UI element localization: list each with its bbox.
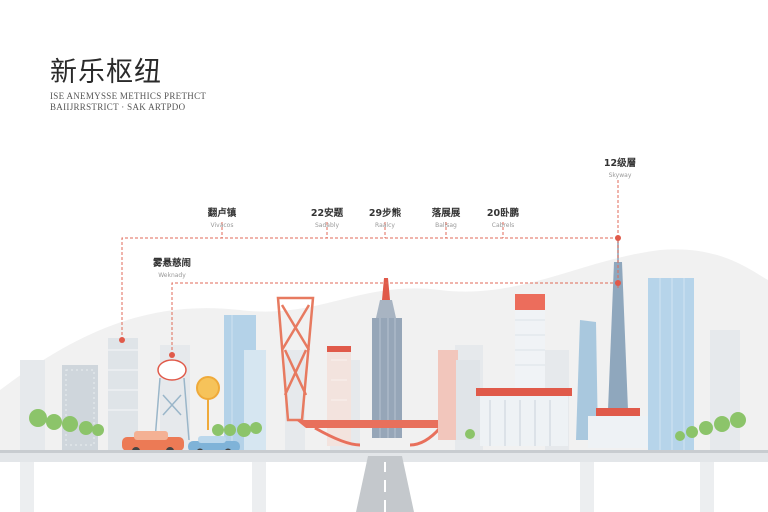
marker-label-2: 翻卢镇 Vivacos: [195, 205, 249, 229]
glass-tower-right: [648, 278, 694, 450]
marker-label-5: 落展展 Balisag: [419, 205, 473, 229]
tall-stripe-tower: [515, 294, 545, 394]
marker-label-6: 20卧鹏 Cabrels: [476, 205, 530, 229]
central-skyscraper: [372, 278, 402, 438]
marker-label-4-text: 29步熊: [368, 208, 402, 219]
marker-dot-3: [119, 337, 125, 343]
subtitle-line-1: ISE ANEMYSSE METHICS PRETHCT: [50, 91, 207, 101]
trees-left: [29, 409, 262, 437]
marker-label-2-sub: Vivacos: [210, 222, 234, 229]
elevated-road: [0, 450, 768, 512]
marker-label-4: 29步熊 Raalcy: [358, 205, 412, 229]
marker-label-6-sub: Cabrels: [491, 222, 515, 229]
crystal-tower: [576, 320, 598, 440]
station-building: [476, 388, 572, 446]
annotation-dots: [119, 235, 621, 358]
marker-label-6-text: 20卧鹏: [486, 208, 520, 219]
office-tower-tall-left: [108, 338, 138, 450]
subtitle-line-2: BAIIJRRSTRICT · SAK ARTPDO: [50, 102, 186, 112]
marker-dot-2: [615, 280, 621, 286]
marker-label-2-text: 翻卢镇: [207, 208, 237, 219]
marker-label-5-sub: Balisag: [435, 222, 457, 229]
trees-right: [465, 412, 746, 441]
marker-label-3: 22安题 Sadably: [300, 205, 354, 229]
leader-line-lower: [171, 282, 618, 355]
marker-label-1-sub: Skyway: [608, 172, 632, 179]
pink-tower: [438, 350, 480, 440]
marker-label-7-text: 雾悬慈闹: [152, 258, 191, 269]
leader-line-top: [121, 237, 618, 340]
page-title: 新乐枢纽: [50, 57, 162, 88]
marker-label-5-text: 落展展: [431, 208, 461, 219]
marker-dot-1: [615, 235, 621, 241]
striped-tower: [327, 346, 351, 446]
office-tower-left: [62, 365, 98, 450]
marker-label-1: 12级層 Skyway: [590, 155, 650, 179]
marker-label-4-sub: Raalcy: [375, 222, 395, 229]
marker-label-1-text: 12级層: [603, 158, 637, 169]
sun-sculpture: [196, 376, 220, 430]
marker-label-3-sub: Sadably: [315, 222, 339, 229]
marker-label-7-sub: Weknady: [158, 272, 186, 279]
marker-dot-4: [169, 352, 175, 358]
marker-label-7: 雾悬慈闹 Weknady: [145, 255, 199, 279]
marker-label-3-text: 22安题: [310, 208, 344, 219]
water-tower: [154, 359, 190, 441]
tv-tower: [588, 240, 648, 448]
